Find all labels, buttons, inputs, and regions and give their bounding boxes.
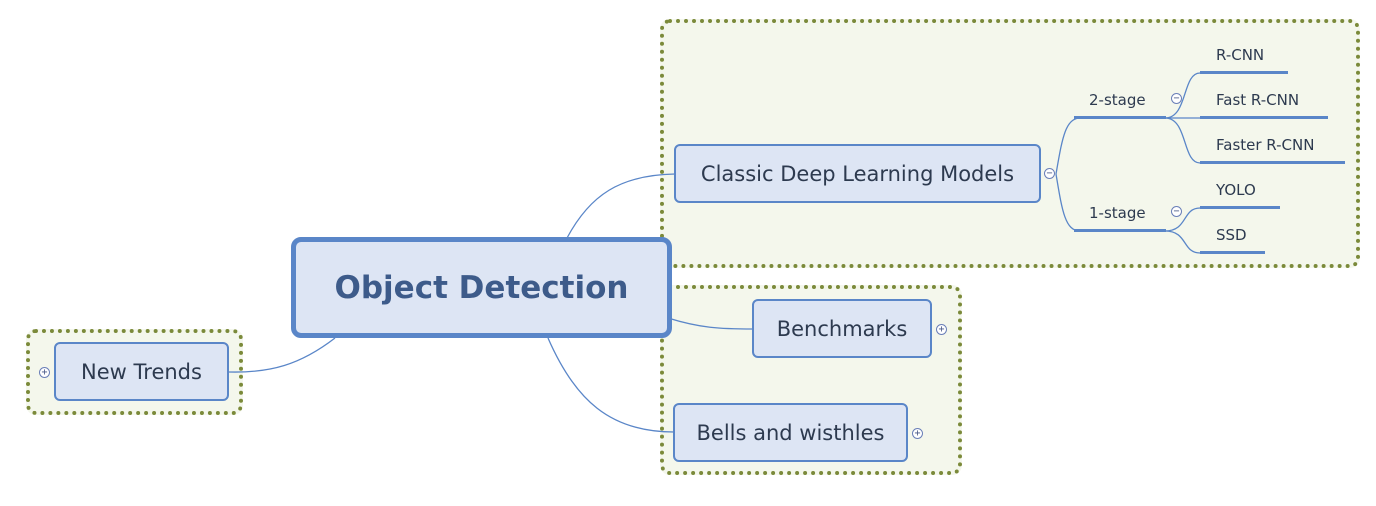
- collapse-icon[interactable]: −: [1171, 93, 1182, 104]
- leaf-fast-r-cnn[interactable]: Fast R-CNN: [1216, 91, 1300, 109]
- leaf-r-cnn[interactable]: R-CNN: [1216, 46, 1265, 64]
- link-central-benchmarks: [667, 317, 754, 330]
- link-1stage-yolo: [1164, 207, 1201, 232]
- topic-benchmarks[interactable]: Benchmarks: [752, 299, 932, 358]
- topic-label: Benchmarks: [776, 316, 908, 341]
- topic-label: Classic Deep Learning Models: [700, 161, 1015, 186]
- underline: [1200, 161, 1345, 164]
- central-topic[interactable]: Object Detection: [291, 237, 672, 338]
- topic-classic-deep-learning-models[interactable]: Classic Deep Learning Models: [674, 144, 1041, 203]
- topic-label: Bells and wisthles: [696, 420, 885, 445]
- expand-icon[interactable]: +: [936, 324, 947, 335]
- topic-new-trends[interactable]: New Trends: [54, 342, 229, 401]
- link-central-bells: [547, 337, 675, 433]
- underline: [1200, 251, 1265, 254]
- topic-label: New Trends: [81, 359, 202, 384]
- link-2stage-rcnn: [1164, 72, 1201, 119]
- boundary-classic: [660, 19, 1360, 268]
- link-2stage-faster: [1164, 117, 1201, 164]
- leaf-yolo[interactable]: YOLO: [1216, 181, 1256, 199]
- central-topic-label: Object Detection: [334, 269, 629, 306]
- underline: [1200, 116, 1328, 119]
- leaf-ssd[interactable]: SSD: [1216, 226, 1247, 244]
- subtopic-2-stage[interactable]: 2-stage: [1089, 91, 1146, 109]
- underline: [1074, 116, 1166, 119]
- expand-icon[interactable]: +: [912, 428, 923, 439]
- topic-bells-and-whistles[interactable]: Bells and wisthles: [673, 403, 908, 462]
- expand-icon[interactable]: +: [39, 367, 50, 378]
- link-classic-2stage: [1055, 117, 1081, 175]
- subtopic-1-stage[interactable]: 1-stage: [1089, 204, 1146, 222]
- leaf-faster-r-cnn[interactable]: Faster R-CNN: [1216, 136, 1315, 154]
- underline: [1074, 229, 1166, 232]
- link-classic-1stage: [1055, 173, 1081, 232]
- underline: [1200, 206, 1280, 209]
- link-1stage-ssd: [1164, 230, 1201, 254]
- link-central-classic: [566, 173, 676, 239]
- collapse-icon[interactable]: −: [1171, 206, 1182, 217]
- link-central-trends: [228, 337, 336, 373]
- underline: [1200, 71, 1288, 74]
- collapse-icon[interactable]: −: [1044, 168, 1055, 179]
